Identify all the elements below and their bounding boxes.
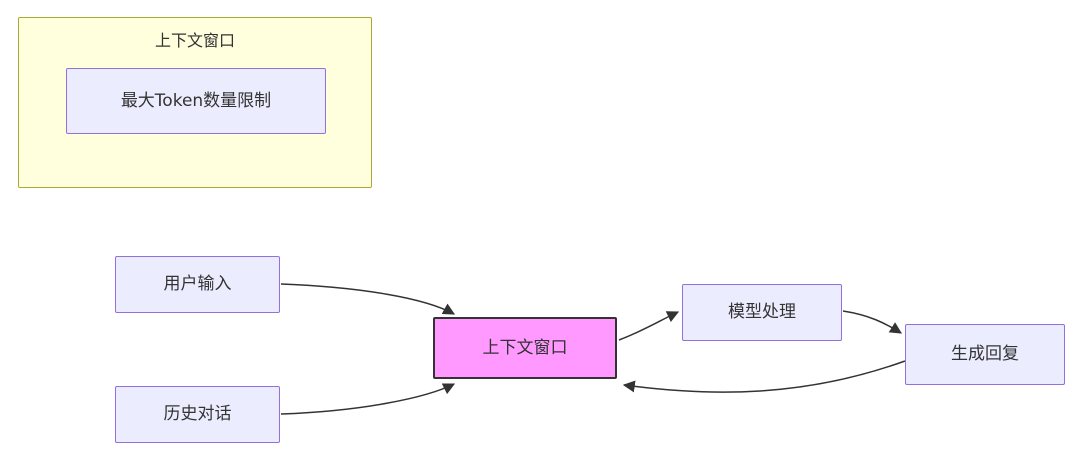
node-max-token-limit: 最大Token数量限制 [66, 68, 326, 134]
node-user-input: 用户输入 [115, 256, 280, 313]
edge-history-dialogue-to-context-window [280, 383, 456, 415]
subgraph-context-window: 上下文窗口 最大Token数量限制 [18, 17, 372, 188]
node-history-dialogue: 历史对话 [115, 386, 280, 443]
node-context-window: 上下文窗口 [433, 317, 617, 379]
node-generate-reply: 生成回复 [905, 324, 1065, 385]
edge-context-window-to-model-processing [618, 311, 680, 341]
edge-user-input-to-context-window [280, 283, 456, 315]
edge-model-processing-to-generate-reply [842, 310, 903, 334]
node-model-processing: 模型处理 [682, 284, 842, 341]
edge-generate-reply-to-context-window [622, 360, 906, 393]
subgraph-title: 上下文窗口 [154, 31, 235, 50]
